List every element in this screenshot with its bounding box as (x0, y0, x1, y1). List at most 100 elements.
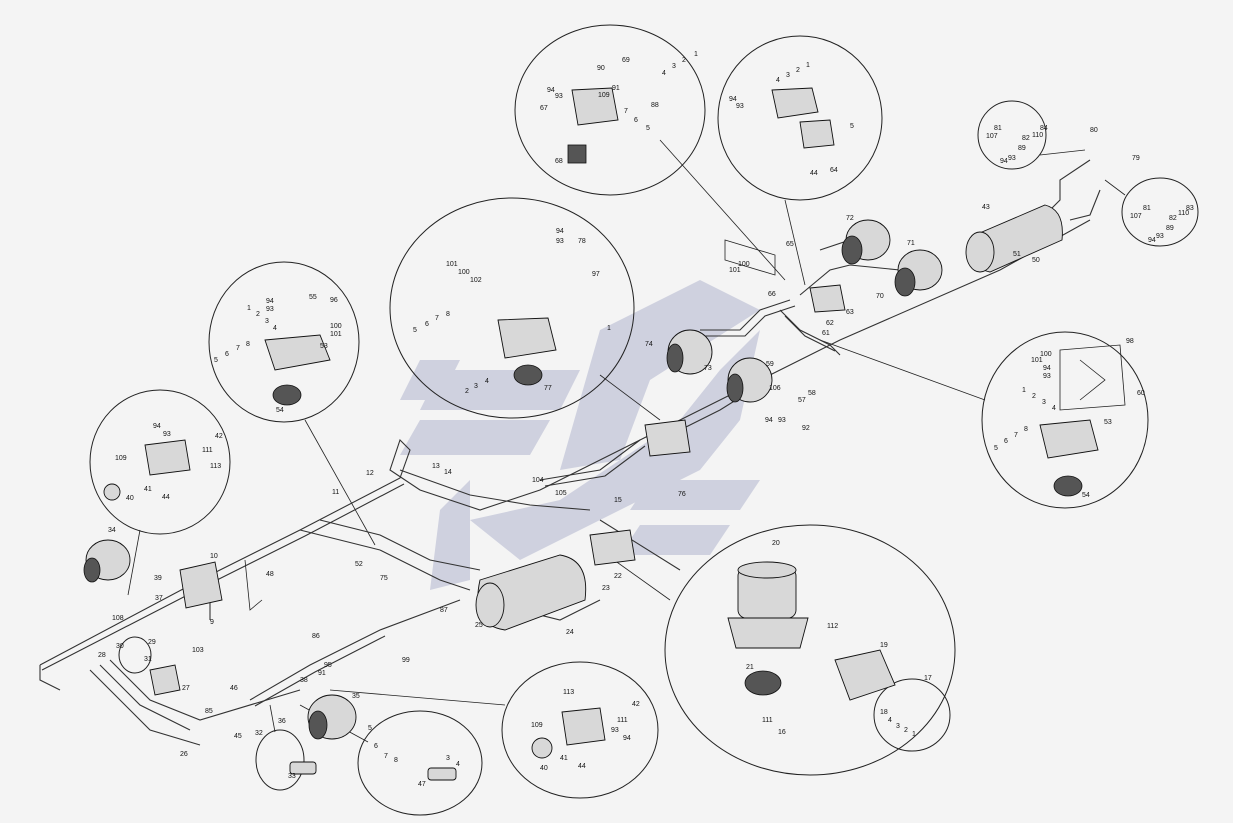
callout: 59 (766, 361, 774, 368)
callout: 107 (986, 133, 998, 140)
callout: 44 (162, 494, 170, 501)
callout: 1 (912, 731, 916, 738)
callout: 10 (210, 553, 218, 560)
callout: 97 (592, 271, 600, 278)
callout: 113 (563, 689, 574, 696)
components (83, 87, 1126, 781)
callout: 47 (418, 781, 426, 788)
callout: 28 (98, 652, 106, 659)
callout: 100 (458, 269, 470, 276)
callout: 112 (827, 623, 838, 630)
callout: 75 (380, 575, 388, 582)
callout: 93 (611, 727, 619, 734)
callout: 5 (850, 123, 854, 130)
callout: 64 (830, 167, 838, 174)
callout: 2 (904, 727, 908, 734)
callout: 22 (614, 573, 622, 580)
callout: 15 (614, 497, 622, 504)
brake-chamber-35-bottom (307, 694, 357, 740)
callout: 93 (555, 93, 563, 100)
callout: 67 (540, 105, 548, 112)
callout: 20 (772, 540, 780, 547)
callout: 12 (366, 470, 374, 477)
callout: 41 (144, 486, 152, 493)
callout: 82 (1022, 135, 1030, 142)
callout: 6 (225, 351, 229, 358)
callout: 94 (547, 87, 555, 94)
callout: 3 (672, 63, 676, 70)
callout: 8 (446, 311, 450, 318)
callout: 3 (446, 755, 450, 762)
callout: 18 (880, 709, 888, 716)
callout: 63 (846, 309, 854, 316)
brake-chamber-74 (666, 329, 713, 375)
callout: 100 (738, 261, 750, 268)
callout: 42 (215, 433, 223, 440)
callout: 100 (1040, 351, 1052, 358)
callout: 93 (736, 103, 744, 110)
callout: 26 (180, 751, 188, 758)
callout: 111 (202, 447, 213, 454)
callout: 111 (617, 717, 628, 724)
relay-valve-right (1039, 419, 1099, 497)
callout: 7 (236, 345, 240, 352)
callout: 89 (1018, 145, 1026, 152)
callout: 31 (144, 656, 152, 663)
callout: 80 (1090, 127, 1098, 134)
callout: 101 (330, 331, 342, 338)
callout: 34 (108, 527, 116, 534)
valve-22 (589, 529, 636, 566)
bracket-60 (1059, 344, 1126, 411)
callout: 53 (320, 343, 328, 350)
callout: 4 (662, 70, 666, 77)
callout: 24 (566, 629, 574, 636)
callout: 45 (234, 733, 242, 740)
callout: 42 (632, 701, 640, 708)
callout: 7 (435, 315, 439, 322)
callout: 82 (1169, 215, 1177, 222)
callout: 102 (470, 277, 482, 284)
callout: 30 (116, 643, 124, 650)
relay-valve-left (264, 334, 331, 406)
callout: 51 (1013, 251, 1021, 258)
callout: 94 (1043, 365, 1051, 372)
detail-circles (89, 24, 1199, 816)
callout: 106 (769, 385, 781, 392)
callout: 4 (456, 761, 460, 768)
callout: 5 (646, 125, 650, 132)
callout: 84 (1040, 125, 1048, 132)
callout: 94 (153, 423, 161, 430)
callout: 40 (540, 765, 548, 772)
callout: 94 (556, 228, 564, 235)
callout: 61 (822, 330, 830, 337)
callout: 3 (1042, 399, 1046, 406)
callout: 90 (597, 65, 605, 72)
callout: 2 (1032, 393, 1036, 400)
callout: 93 (556, 238, 564, 245)
pedal-48 (244, 559, 263, 611)
callout: 111 (762, 717, 773, 724)
callout: 85 (205, 708, 213, 715)
callout: 93 (778, 417, 786, 424)
callout: 32 (255, 730, 263, 737)
callout: 95 (324, 662, 332, 669)
callout-labels: 94 93 109 41 40 44 42 111 113 94 93 55 9… (98, 51, 1194, 788)
valve-top-right (771, 87, 835, 149)
callout: 46 (230, 685, 238, 692)
callout: 11 (332, 489, 339, 496)
callout: 109 (531, 722, 543, 729)
callout: 92 (802, 425, 810, 432)
callout: 74 (645, 341, 653, 348)
callout: 105 (555, 490, 567, 497)
callout: 57 (798, 397, 806, 404)
callout: 44 (578, 763, 586, 770)
callout: 94 (623, 735, 631, 742)
brake-chamber-73 (726, 357, 773, 403)
brake-chamber-35-left (83, 539, 131, 583)
bracket-65 (724, 239, 776, 276)
callout: 4 (273, 325, 277, 332)
callout: 68 (555, 158, 563, 165)
callout: 43 (982, 204, 990, 211)
callout: 38 (300, 677, 308, 684)
